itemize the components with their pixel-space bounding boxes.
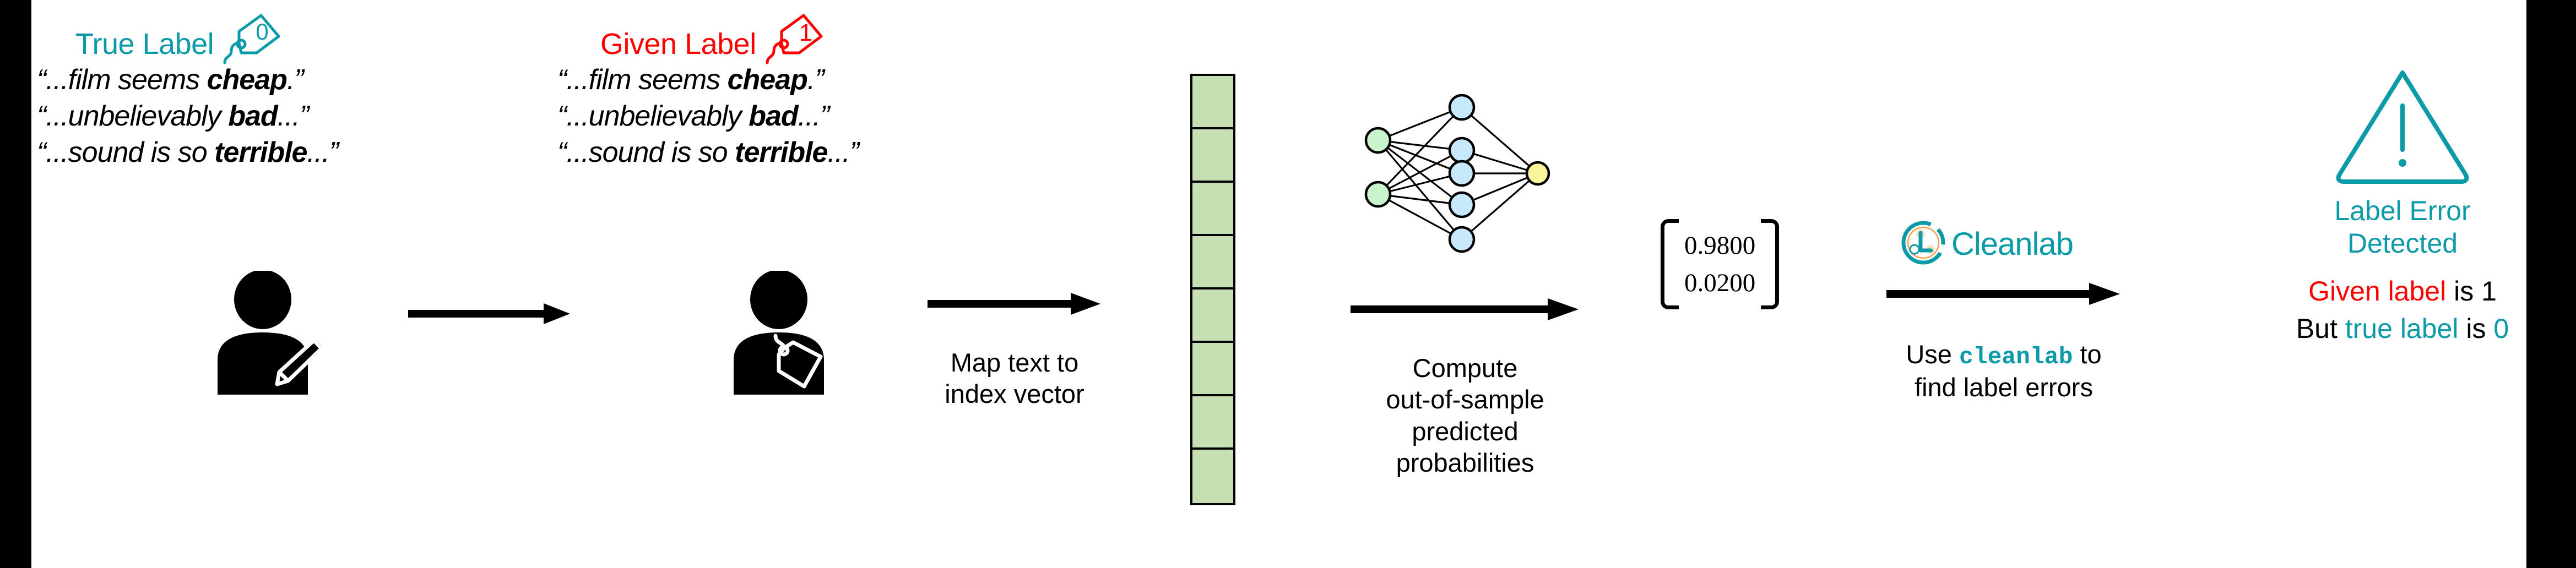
output-node (1525, 161, 1550, 186)
matrix-value: 0.0200 (1684, 269, 1756, 297)
true-label-value: 0 (2493, 313, 2509, 344)
arrow-network-to-matrix (1349, 297, 1581, 324)
quote-line: “...sound is so terrible...” (37, 136, 339, 169)
given-label-heading: Given Label 1 (600, 12, 826, 75)
result-true-label-line: But true label is 0 (2296, 313, 2509, 344)
vector-cell (1192, 396, 1233, 450)
cleanlab-wordmark: Cleanlab (1951, 226, 2074, 262)
quote-line: “...unbelievably bad...” (37, 100, 309, 133)
diagram-canvas: True Label 0 “...film seems cheap.” “...… (31, 0, 2526, 568)
given-label-quotes: “...film seems cheap.” “...unbelievably … (557, 62, 859, 171)
arrow-true-to-given (407, 302, 572, 329)
quote-line: “...film seems cheap.” (37, 64, 304, 96)
price-tag-icon: 0 (217, 12, 283, 75)
predicted-probability-matrix: 0.9800 0.0200 (1661, 219, 1780, 309)
vector-cell (1192, 183, 1233, 236)
quote-line: “...film seems cheap.” (557, 64, 825, 96)
result-title: Label Error Detected (2210, 195, 2576, 260)
vector-cell (1192, 236, 1233, 290)
caption-line: probabilities (1396, 447, 1534, 477)
result-title-line: Detected (2347, 228, 2458, 259)
caption-use-cleanlab: Use cleanlab to find label errors (1858, 338, 2150, 403)
caption-line: Use cleanlab to (1906, 340, 2102, 370)
caption-line: find label errors (1915, 373, 2093, 402)
caption-line: Map text to (950, 348, 1079, 377)
quote-line: “...unbelievably bad...” (557, 100, 829, 133)
vector-cell (1192, 76, 1233, 129)
given-label-text: Given Label (600, 27, 756, 61)
label-error-result: Label Error Detected Given label is 1 Bu… (2210, 66, 2576, 346)
true-label-phrase: true label (2345, 313, 2459, 344)
hidden-node (1448, 160, 1476, 187)
caption-line: out-of-sample (1386, 385, 1544, 414)
cleanlab-code-token: cleanlab (1959, 343, 2073, 370)
result-title-line: Label Error (2334, 195, 2471, 226)
caption-compute-out-of-sample: Compute out-of-sample predicted probabil… (1333, 352, 1597, 478)
given-tag-value: 1 (799, 19, 812, 46)
person-with-tag-icon (728, 270, 849, 400)
input-node (1364, 127, 1392, 154)
matrix-value: 0.9800 (1684, 231, 1756, 260)
result-given-label-line: Given label is 1 (2308, 276, 2497, 307)
caption-line: Compute (1412, 353, 1518, 383)
hidden-node (1448, 191, 1476, 219)
caption-map-text-to-index-vector: Map text to index vector (915, 347, 1114, 410)
person-with-pen-icon (212, 270, 333, 400)
neural-network-diagram (1348, 83, 1552, 256)
caption-line: index vector (945, 379, 1084, 409)
given-label-phrase: Given label (2308, 276, 2447, 307)
arrow-given-to-vector (926, 292, 1103, 319)
true-label-quotes: “...film seems cheap.” “...unbelievably … (37, 62, 339, 171)
vector-cell (1192, 129, 1233, 183)
price-tag-icon: 1 (760, 12, 826, 75)
cleanlab-logo-icon (1901, 220, 1946, 268)
vector-cell (1192, 450, 1233, 503)
hidden-node (1448, 94, 1476, 121)
vector-cell (1192, 290, 1233, 343)
vector-cell (1192, 343, 1233, 396)
true-label-heading: True Label 0 (75, 12, 283, 75)
matrix-right-bracket (1761, 219, 1780, 309)
warning-triangle-icon (2334, 66, 2471, 187)
hidden-node (1448, 226, 1476, 253)
given-label-value: 1 (2481, 276, 2497, 307)
input-node (1364, 181, 1392, 208)
index-vector (1190, 74, 1235, 505)
true-tag-value: 0 (256, 19, 268, 45)
matrix-left-bracket (1661, 219, 1679, 309)
hidden-node (1448, 136, 1476, 164)
arrow-cleanlab-to-result (1885, 282, 2122, 309)
quote-line: “...sound is so terrible...” (557, 136, 859, 169)
true-label-text: True Label (75, 27, 214, 61)
cleanlab-brand: Cleanlab (1901, 220, 2074, 268)
caption-line: predicted (1412, 416, 1519, 446)
